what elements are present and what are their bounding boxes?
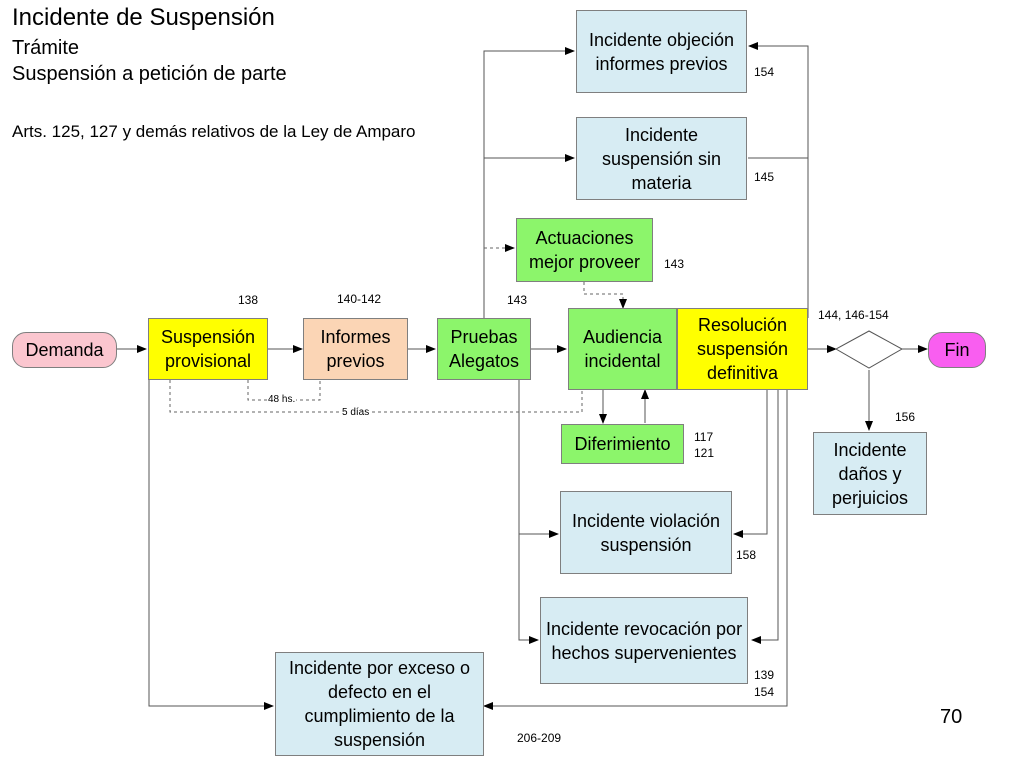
node-diferimiento: Diferimiento	[561, 424, 684, 464]
article-label: 139	[754, 668, 775, 682]
node-violacion-suspension: Incidente violación suspensión	[560, 491, 732, 574]
article-label: 154	[754, 685, 775, 699]
node-fin: Fin	[928, 332, 986, 368]
article-label: 145	[754, 170, 775, 184]
node-resolucion-definitiva: Resolución suspensión definitiva	[677, 308, 808, 390]
node-suspension-provisional: Suspensión provisional	[148, 318, 268, 380]
node-audiencia-incidental: Audiencia incidental	[568, 308, 677, 390]
article-label: 206-209	[517, 731, 562, 745]
node-informes-previos: Informes previos	[303, 318, 408, 380]
article-label: 156	[895, 410, 916, 424]
article-label: 143	[507, 293, 528, 307]
node-pruebas-alegatos: Pruebas Alegatos	[437, 318, 531, 380]
subtitle-tramite: Trámite	[12, 37, 80, 59]
page-title: Incidente de Suspensión	[12, 4, 275, 31]
article-label: 158	[736, 548, 757, 562]
time-48hs: 48 hs.	[267, 394, 297, 405]
node-suspension-sin-materia: Incidente suspensión sin materia	[576, 117, 747, 200]
node-demanda: Demanda	[12, 332, 117, 368]
subtitle-suspension: Suspensión a petición de parte	[12, 63, 287, 85]
node-danos-perjuicios: Incidente daños y perjuicios	[813, 432, 927, 515]
page-number: 70	[940, 706, 963, 728]
article-label: 121	[694, 446, 715, 460]
article-label: 154	[754, 65, 775, 79]
time-5-dias: 5 días	[341, 407, 371, 418]
node-actuaciones: Actuaciones mejor proveer	[516, 218, 653, 282]
article-label: 117	[694, 430, 714, 444]
articles-note: Arts. 125, 127 y demás relativos de la L…	[12, 122, 416, 141]
article-label: 140-142	[337, 292, 382, 306]
article-label: 144, 146-154	[818, 308, 889, 322]
node-objecion-informes: Incidente objeción informes previos	[576, 10, 747, 93]
node-revocacion: Incidente revocación por hechos superven…	[540, 597, 748, 684]
article-label: 138	[238, 293, 259, 307]
node-exceso-defecto: Incidente por exceso o defecto en el cum…	[275, 652, 484, 756]
article-label: 143	[664, 257, 685, 271]
decision-diamond	[834, 330, 904, 369]
